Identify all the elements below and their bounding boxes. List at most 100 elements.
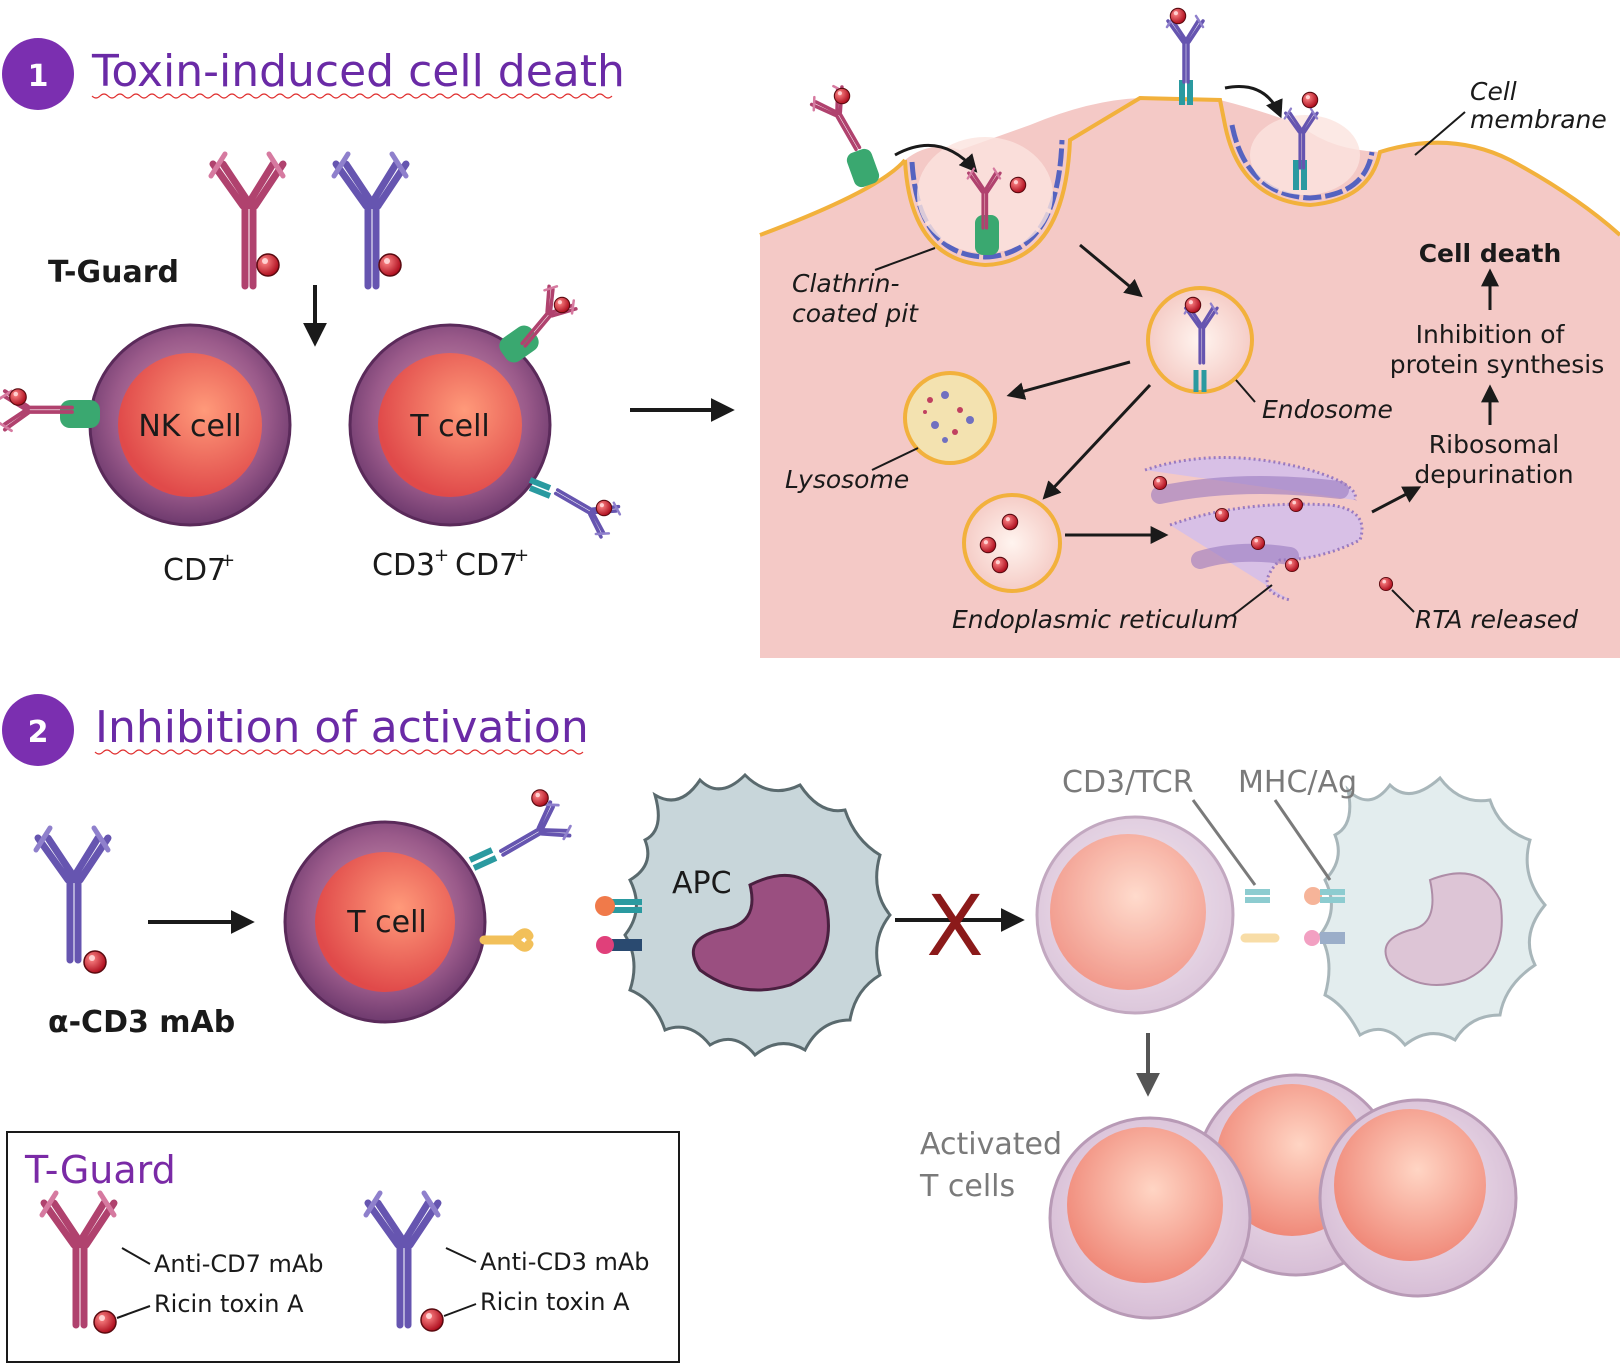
leader-line [874,247,936,271]
cell-membrane-label-2: membrane [1470,105,1607,134]
toxin-icon [1001,513,1019,531]
rta-label: RTA released [1415,605,1578,634]
antibody-label: α-CD3 mAb [48,1005,235,1040]
endoplasmic-reticulum [1144,456,1364,602]
apc-nucleus [691,873,830,992]
t-cell-label: T cell [409,409,489,444]
toxin-icon [595,499,613,517]
toxin-icon [833,87,851,105]
section-1-header: 1 Toxin-induced cell death [2,38,625,110]
activation-synapse [1035,775,1547,1048]
t-marker-1-sup: + [434,545,449,566]
clathrin-label-1: Clathrin- [792,269,899,298]
endosome-label: Endosome [1262,395,1393,424]
cd7-receptor [975,215,999,255]
toxin-icon [1250,535,1266,551]
t-marker-1: CD3 [372,548,435,583]
arrow-to-lysosome [1006,360,1131,400]
nk-cell-label: NK cell [138,409,241,444]
nk-cell: NK cell CD7 + [0,323,292,588]
toxin-icon [1288,497,1304,513]
cell-death-label: Cell death [1419,239,1562,268]
legend-toxin-label: Ricin toxin A [480,1288,630,1316]
cd3-tcr-label: CD3/TCR [1062,765,1194,800]
leader-line [1391,589,1415,613]
tguard-antibodies: T-Guard [48,154,406,347]
t-cell-label: T cell [346,905,426,940]
toxin-icon [1009,176,1027,194]
leader-line [1231,584,1273,617]
section-2-title: Inhibition of activation [95,702,589,753]
toxin-icon [553,296,571,314]
spellcheck-underline [91,93,613,99]
arrow-to-endosome [1079,243,1143,298]
mhc-receptor [612,899,642,913]
arrow-to-vesicle [1042,383,1152,500]
legend-toxin-label: Ricin toxin A [154,1290,304,1318]
t-cell-section2: T cell [283,789,577,1024]
toxin-icon [93,1310,117,1334]
section-2-badge [2,694,74,766]
clathrin-label-2: coated pit [792,299,919,328]
cd3-receptor [528,477,552,499]
cd3-receptor [1179,80,1193,105]
alpha-cd3-antibody: α-CD3 mAb [36,828,255,1040]
toxin-icon [1169,7,1187,25]
er-label: Endoplasmic reticulum [952,605,1238,634]
leader-line [1414,111,1466,156]
antigen-icon [595,896,615,916]
toxin-icon [378,253,402,277]
anti-cd3-antibody-icon [36,828,108,960]
anti-cd3-antibody-icon [1165,14,1205,84]
toxin-icon [531,789,549,807]
section-1-number: 1 [28,59,49,94]
lysosome [903,371,997,465]
curved-arrow [1224,85,1283,119]
anti-cd3-antibody-icon [489,796,577,872]
apc-cell: APC [595,772,892,1058]
clathrin-coat [1229,124,1375,201]
toxin-icon [420,1308,444,1332]
legend-anti-cd7-label: Anti-CD7 mAb [154,1250,324,1278]
toxin-icon [1378,576,1394,592]
arrow-to-ribosomal [1371,486,1422,514]
nk-marker-sup: + [220,550,235,571]
cd7-receptor [60,400,100,428]
cd3-receptor [468,847,498,871]
cell-membrane [759,158,907,237]
leader-line [1191,799,1257,886]
section-2-header: 2 Inhibition of activation [2,694,589,766]
toxin-vesicle [962,493,1062,593]
mhc-ag-label: MHC/Ag [1238,765,1357,800]
section-1-title: Toxin-induced cell death [91,46,625,97]
leader-line [871,447,919,471]
toxin-icon [991,556,1009,574]
legend-box: T-Guard Anti-CD7 mAb Ricin toxin A Anti-… [6,1131,680,1363]
cell-membrane [903,95,1620,268]
spellcheck-underline [94,749,584,755]
activated-label-1: Activated [920,1127,1062,1162]
ribosomal-label-2: depurination [1414,460,1573,489]
ligand-icon [596,936,614,954]
costim-receptor [479,928,534,952]
toxin-icon [1214,507,1230,523]
legend-anti-cd3-label: Anti-CD3 mAb [480,1248,650,1276]
activated-t-cells [1048,1073,1518,1320]
nk-marker: CD7 [163,553,226,588]
toxin-icon [1184,296,1202,314]
activated-label-2: T cells [919,1169,1015,1204]
toxin-icon [256,253,280,277]
t-marker-2: CD7 [455,548,518,583]
lysosome-label: Lysosome [785,465,909,494]
tguard-label: T-Guard [48,255,179,290]
inhibition-label-2: protein synthesis [1390,350,1605,379]
toxin-icon [1301,91,1319,109]
t-cell-section1: T cell CD3 + CD7 + [348,280,626,583]
section-1-badge [2,38,74,110]
cell-membrane-label-1: Cell [1470,77,1517,106]
mechanism-panel: Cell membrane Clathrin- coated pit Endos… [759,7,1620,658]
blocked-arrow: X [895,877,1025,975]
toxin-icon [83,950,107,974]
legend-title: T-Guard [24,1148,176,1192]
blocked-mark: X [926,877,984,975]
